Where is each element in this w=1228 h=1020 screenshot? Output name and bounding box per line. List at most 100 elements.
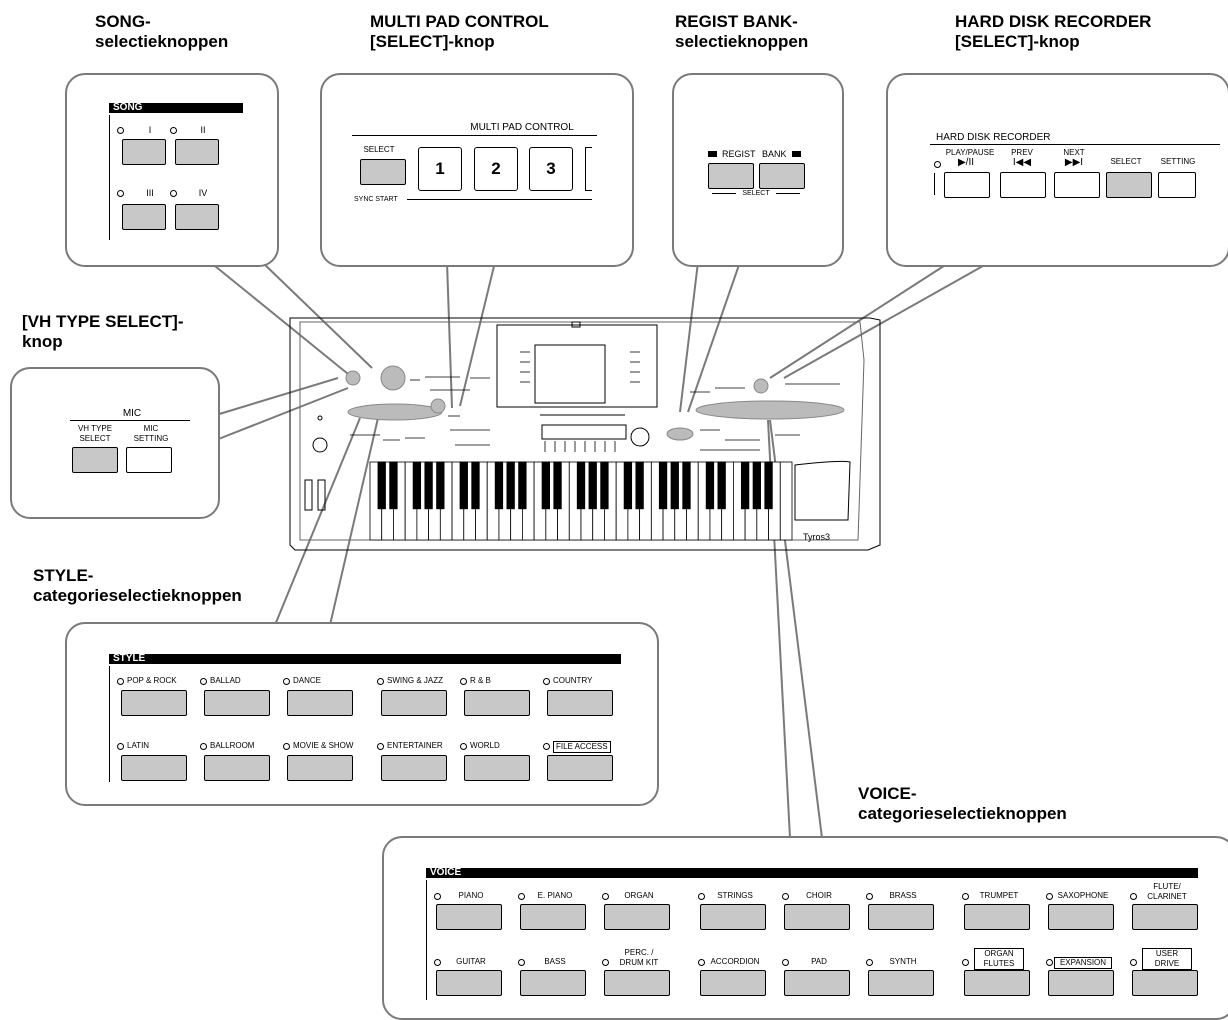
led <box>460 743 467 750</box>
style-button[interactable] <box>464 690 530 716</box>
led <box>117 743 124 750</box>
hdr-select-button[interactable] <box>1106 172 1152 198</box>
prev-button[interactable] <box>1000 172 1046 198</box>
keyboard-logo: Tyros3 <box>803 532 831 542</box>
voice-button[interactable] <box>784 904 850 930</box>
voice-button[interactable] <box>700 970 766 996</box>
next-icon: ▶▶I <box>1064 157 1084 168</box>
voice-button[interactable] <box>436 970 502 996</box>
black-key <box>494 461 504 510</box>
black-key <box>717 461 726 510</box>
multipad-pad-1[interactable]: 1 <box>418 147 462 191</box>
song-title: SONG <box>109 103 243 113</box>
voice-label: TRUMPET <box>979 891 1019 900</box>
black-key <box>518 461 527 510</box>
voice-button[interactable] <box>1048 970 1114 996</box>
next-button[interactable] <box>1054 172 1100 198</box>
voice-label: ACCORDION <box>710 957 760 966</box>
caption-multipad: MULTI PAD CONTROL[SELECT]-knop <box>370 12 549 51</box>
black-key <box>635 461 644 510</box>
voice-button[interactable] <box>520 970 586 996</box>
voice-button[interactable] <box>604 970 670 996</box>
voice-label-line: PERC. / <box>624 948 654 957</box>
style-button[interactable] <box>287 755 353 781</box>
led <box>602 959 609 966</box>
led <box>117 127 124 134</box>
mic-setting-button[interactable] <box>126 447 172 473</box>
song-button-2[interactable] <box>175 139 219 165</box>
voice-button[interactable] <box>868 904 934 930</box>
multipad-title: MULTI PAD CONTROL <box>470 122 574 133</box>
voice-button[interactable] <box>604 904 670 930</box>
multipad-select-button[interactable] <box>360 159 406 185</box>
style-button[interactable] <box>464 755 530 781</box>
style-button[interactable] <box>381 690 447 716</box>
multipad-rule <box>352 135 597 136</box>
white-key <box>779 461 793 541</box>
vh-type-select-button[interactable] <box>72 447 118 473</box>
voice-label: PIANO <box>458 891 484 900</box>
voice-button[interactable] <box>1132 904 1198 930</box>
voice-label: SYNTH <box>889 957 917 966</box>
voice-button[interactable] <box>784 970 850 996</box>
multipad-pad-2[interactable]: 2 <box>474 147 518 191</box>
style-button[interactable] <box>381 755 447 781</box>
voice-button[interactable] <box>520 904 586 930</box>
voice-button[interactable] <box>1132 970 1198 996</box>
led <box>377 678 384 685</box>
led <box>518 893 525 900</box>
voice-label: CHOIR <box>806 891 832 900</box>
black-key <box>576 461 586 510</box>
led <box>200 743 207 750</box>
regist-bank-minus-button[interactable] <box>708 163 754 189</box>
style-label: COUNTRY <box>553 676 593 685</box>
style-button[interactable] <box>121 755 187 781</box>
setting-button[interactable] <box>1158 172 1196 198</box>
black-key <box>424 461 433 510</box>
style-label: DANCE <box>293 676 322 685</box>
voice-title: VOICE <box>426 868 1198 878</box>
regist-label: REGIST <box>722 149 756 159</box>
bank-label: BANK <box>762 149 787 159</box>
song-button-1[interactable] <box>122 139 166 165</box>
multipad-pad-partial <box>585 147 592 191</box>
voice-label-line: FLUTE/ <box>1153 882 1181 891</box>
multipad-bubble: MULTI PAD CONTROL SELECT 1 2 3 SYNC STAR… <box>320 73 634 267</box>
minus-icon <box>708 151 717 157</box>
style-button[interactable] <box>121 690 187 716</box>
voice-button[interactable] <box>436 904 502 930</box>
voice-button[interactable] <box>964 904 1030 930</box>
led <box>866 893 873 900</box>
regist-bank-plus-button[interactable] <box>759 163 805 189</box>
multipad-sync-label: SYNC START <box>354 196 398 203</box>
style-button[interactable] <box>547 755 613 781</box>
led <box>962 959 969 966</box>
black-key <box>764 461 773 510</box>
multipad-pad-3[interactable]: 3 <box>529 147 573 191</box>
style-button[interactable] <box>547 690 613 716</box>
black-key <box>553 461 562 510</box>
style-button[interactable] <box>204 755 270 781</box>
style-button[interactable] <box>287 690 353 716</box>
song-button-4[interactable] <box>175 204 219 230</box>
voice-button[interactable] <box>868 970 934 996</box>
led <box>518 959 525 966</box>
black-key <box>471 461 480 510</box>
voice-label: FLUTE/CLARINET <box>1138 882 1196 902</box>
style-button[interactable] <box>204 690 270 716</box>
voice-button[interactable] <box>1048 904 1114 930</box>
voice-label-line: DRUM KIT <box>619 958 659 967</box>
black-key <box>541 461 550 510</box>
voice-label: EXPANSION <box>1054 957 1112 969</box>
voice-label-line: ORGAN <box>984 949 1014 958</box>
play-pause-button[interactable] <box>944 172 990 198</box>
led <box>170 127 177 134</box>
black-key <box>623 461 633 510</box>
plus-icon <box>792 151 801 157</box>
song-button-3[interactable] <box>122 204 166 230</box>
voice-button[interactable] <box>700 904 766 930</box>
voice-button[interactable] <box>964 970 1030 996</box>
prev-icon: I◀◀ <box>1012 157 1032 168</box>
